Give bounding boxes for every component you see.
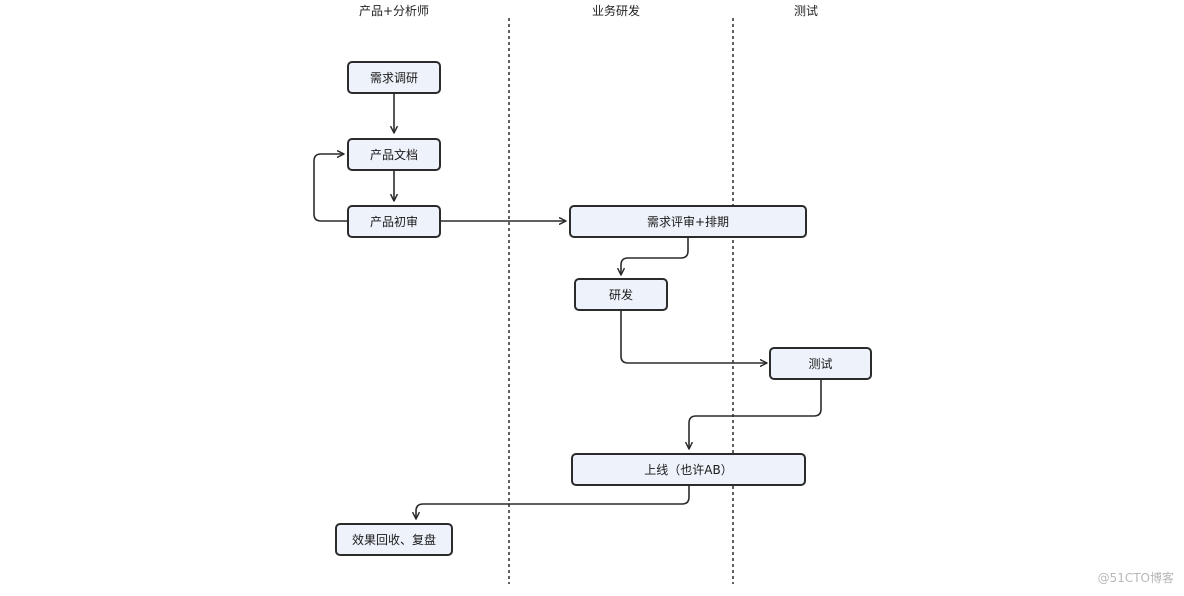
lane-title-product: 产品+分析师 — [358, 4, 430, 18]
node-research: 需求调研 — [347, 61, 441, 94]
watermark-text: @51CTO博客 — [1097, 571, 1174, 585]
node-eval: 需求评审+排期 — [569, 205, 807, 238]
arrow-eval-to-develop — [617, 238, 689, 276]
node-launch: 上线（也许AB） — [571, 453, 806, 486]
node-testing: 测试 — [769, 347, 872, 380]
arrow-develop-to-test — [620, 311, 768, 367]
lane-title-dev: 业务研发 — [591, 4, 640, 18]
node-doc: 产品文档 — [347, 138, 441, 171]
lane-title-test: 测试 — [793, 4, 818, 18]
arrow-test-to-launch — [685, 380, 822, 450]
arrow-launch-to-retro — [412, 486, 690, 520]
node-review: 产品初审 — [347, 205, 441, 238]
node-develop: 研发 — [574, 278, 668, 311]
node-retro: 效果回收、复盘 — [335, 523, 453, 556]
arrow-review-loop-to-doc — [313, 150, 347, 222]
